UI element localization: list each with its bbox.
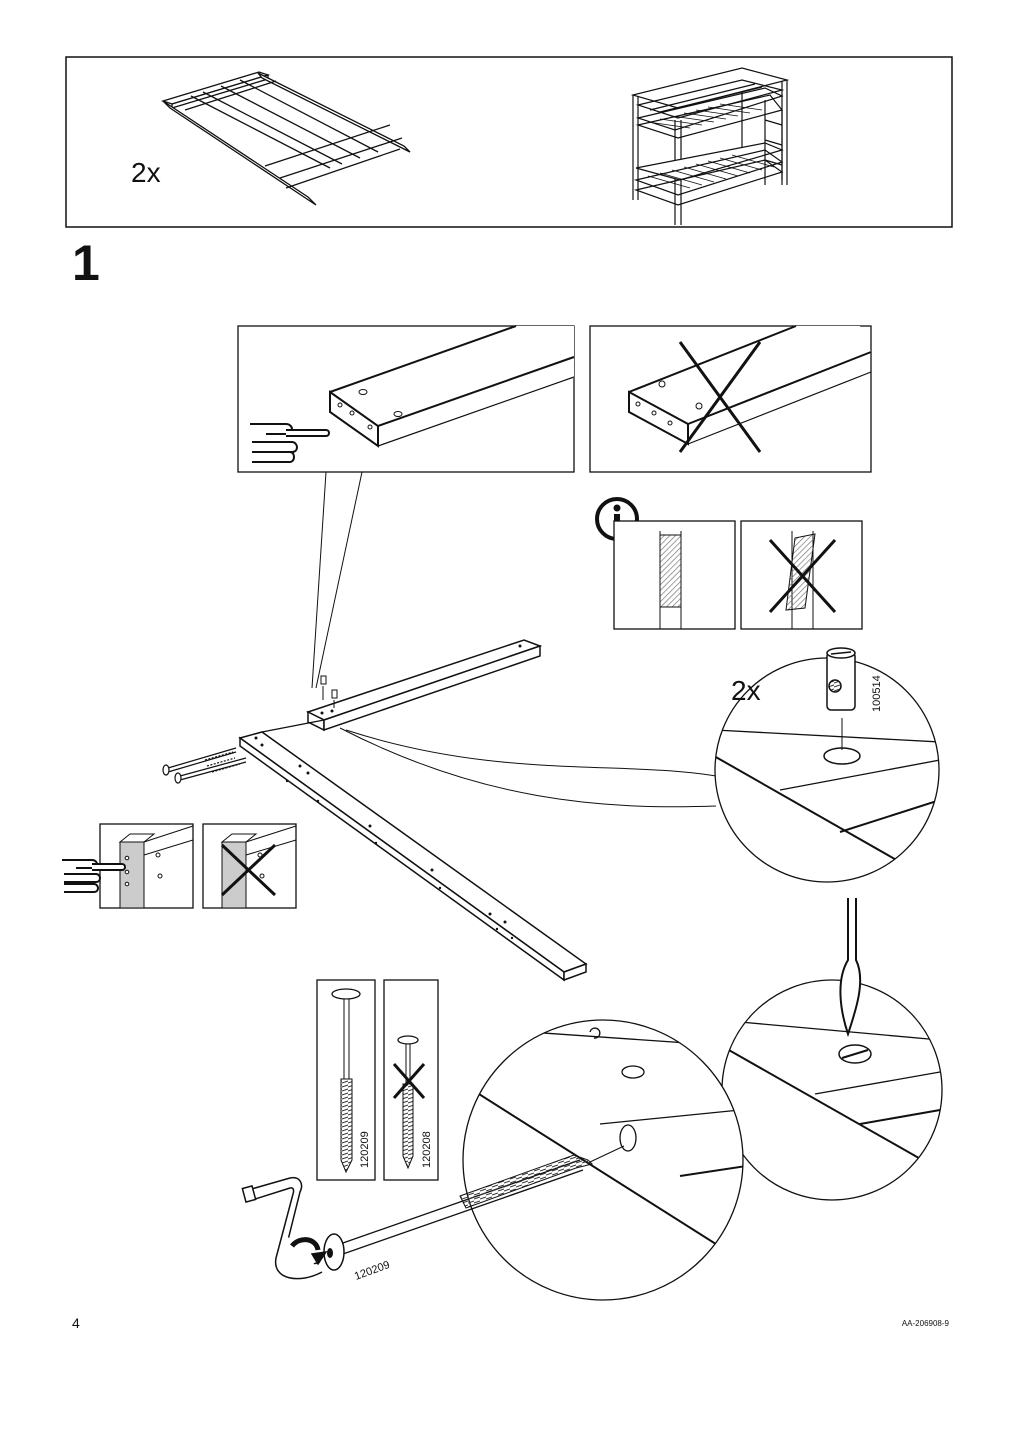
bolt-correct-panel: 120209 (316, 979, 376, 1181)
bolt-insertion-detail (462, 1019, 744, 1301)
cam-nut-part-number: 100514 (871, 675, 883, 712)
cross-mark-icon (220, 843, 277, 897)
screwdriver-detail (721, 898, 943, 1201)
edge-wrong-panel (202, 823, 297, 909)
allen-key-icon (241, 1176, 328, 1280)
bed-base-frame-drawing (160, 71, 411, 206)
overview-frame: 2x (65, 56, 953, 228)
wrong-orientation-panel (589, 325, 872, 473)
document-id: AA-206908-9 (902, 1319, 950, 1328)
bolt-wrong-part-number: 120208 (421, 1131, 433, 1168)
overview-quantity: 2x (131, 157, 161, 188)
long-board (238, 719, 588, 982)
page-number: 4 (72, 1315, 80, 1331)
cam-nut-detail: 2x 100514 (714, 647, 940, 883)
main-assembly-drawing (162, 639, 588, 982)
pointing-hand-icon (250, 423, 330, 463)
cross-mark-icon (678, 341, 762, 453)
step-number: 1 (72, 235, 100, 291)
bolts-pair (162, 747, 247, 784)
correct-orientation-panel (237, 325, 575, 473)
cam-nut-icon (826, 647, 856, 711)
cross-mark-icon (392, 1063, 426, 1099)
cam-nut-small (320, 675, 338, 708)
pointing-hand-icon (62, 859, 126, 893)
screwdriver-icon (839, 898, 862, 1038)
dowel-info-panels (595, 497, 863, 630)
bunk-bed-drawing (630, 67, 790, 225)
short-board (306, 639, 543, 732)
bolt-wrong-panel: 120208 (383, 979, 439, 1181)
cam-nut-quantity: 2x (731, 675, 761, 706)
cross-mark-icon (768, 538, 837, 614)
bolt-correct-part-number: 120209 (359, 1131, 371, 1168)
edge-correct-panel (62, 823, 194, 909)
bolt-callout-part-number: 120209 (353, 1259, 392, 1283)
